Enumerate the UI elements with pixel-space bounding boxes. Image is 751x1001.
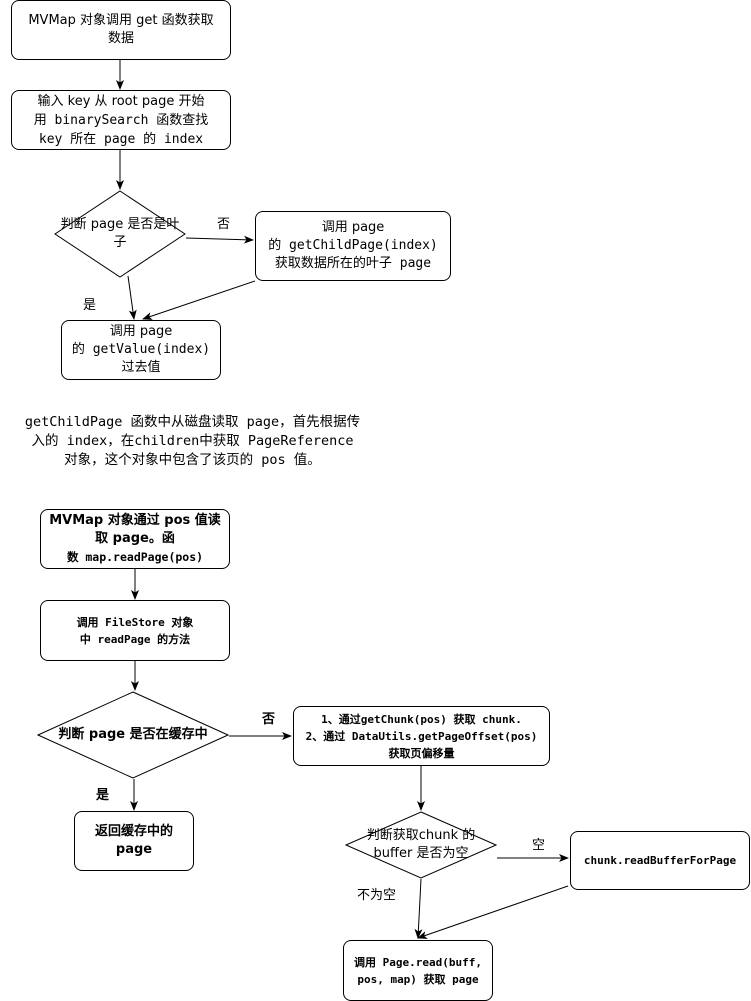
return-cached-line-1: 返回缓存中的	[94, 824, 173, 839]
read-page-line-2: 取 page。函	[95, 530, 175, 546]
file-store-box: 调用 FileStore 对象 中 readPage 的方法	[40, 600, 230, 661]
read-page-line-1: MVMap 对象通过 pos 值读	[49, 512, 221, 528]
page-read-box: 调用 Page.read(buff, pos, map) 获取 page	[343, 940, 493, 1001]
in-cache-decision: 判断 page 是否在缓存中	[37, 691, 229, 779]
edge-label-no-1: 否	[217, 217, 231, 232]
get-value-line-1: 调用 page	[109, 324, 173, 339]
page-read-line-2: pos, map) 获取 page	[357, 972, 479, 986]
get-value-line-2: 的 getValue(index)	[71, 342, 211, 357]
read-page-line-3: 数 map.readPage(pos)	[66, 549, 204, 564]
get-child-page-line-1: 调用 page	[321, 220, 385, 235]
get-chunk-box: 1、通过getChunk(pos) 获取 chunk. 2、通过 DataUti…	[293, 706, 550, 766]
get-data-line-1: MVMap 对象调用 get 函数获取	[28, 13, 214, 28]
note-line-2: 入的 index，在children中获取 PageReference	[31, 433, 354, 449]
buffer-empty-line-2: buffer 是否为空	[373, 846, 469, 861]
edge-leaf-to-value-yes	[127, 275, 137, 320]
get-child-page-note: getChildPage 函数中从磁盘读取 page，首先根据传 入的 inde…	[0, 413, 385, 470]
get-child-page-line-3: 获取数据所在的叶子 page	[274, 256, 432, 271]
get-chunk-line-3: 获取页偏移量	[388, 746, 455, 760]
buffer-empty-decision: 判断获取chunk 的 buffer 是否为空	[345, 811, 497, 879]
binary-search-line-3: key 所在 page 的 index	[38, 131, 204, 147]
edge-label-no-2: 否	[262, 712, 276, 727]
get-child-page-line-2: 的 getChildPage(index)	[268, 238, 438, 253]
is-leaf-decision: 判断 page 是否是叶 子	[54, 190, 186, 278]
page-read-line-1: 调用 Page.read(buff,	[354, 955, 482, 969]
note-line-3: 对象，这个对象中包含了该页的 pos 值。	[64, 452, 321, 468]
get-value-box: 调用 page 的 getValue(index) 过去值	[61, 320, 221, 380]
note-line-1: getChildPage 函数中从磁盘读取 page，首先根据传	[24, 414, 361, 430]
read-buffer-label: chunk.readBufferForPage	[583, 854, 737, 867]
get-child-page-box: 调用 page 的 getChildPage(index) 获取数据所在的叶子 …	[255, 211, 451, 281]
file-store-line-2: 中 readPage 的方法	[79, 632, 191, 646]
file-store-line-1: 调用 FileStore 对象	[76, 615, 194, 629]
edge-child-to-value	[142, 280, 256, 320]
edge-label-yes-2: 是	[96, 788, 110, 803]
return-cached-line-2: page	[115, 842, 153, 857]
in-cache-label: 判断 page 是否在缓存中	[58, 727, 208, 742]
is-leaf-line-1: 判断 page 是否是叶	[60, 217, 180, 232]
edge-label-empty: 空	[532, 838, 546, 853]
binary-search-line-2: 用 binarySearch 函数查找	[33, 112, 209, 128]
edge-readbuffer-to-read	[417, 885, 569, 939]
get-value-line-3: 过去值	[121, 360, 161, 375]
edge-buffer-to-read-notempty	[414, 878, 423, 939]
get-chunk-line-2: 2、通过 DataUtils.getPageOffset(pos)	[305, 729, 538, 743]
read-page-box: MVMap 对象通过 pos 值读 取 page。函 数 map.readPag…	[40, 509, 230, 569]
binary-search-box: 输入 key 从 root page 开始 用 binarySearch 函数查…	[11, 90, 231, 150]
get-data-line-2: 数据	[107, 31, 134, 46]
buffer-empty-line-1: 判断获取chunk 的	[366, 828, 476, 843]
read-buffer-box: chunk.readBufferForPage	[570, 831, 750, 890]
get-chunk-line-1: 1、通过getChunk(pos) 获取 chunk.	[321, 712, 522, 726]
edge-leaf-to-child-no	[185, 235, 254, 244]
binary-search-line-1: 输入 key 从 root page 开始	[37, 93, 205, 109]
edge-label-yes-1: 是	[83, 298, 97, 313]
return-cached-page-box: 返回缓存中的 page	[74, 811, 194, 871]
edge-label-not-empty: 不为空	[357, 888, 397, 903]
get-data-box: MVMap 对象调用 get 函数获取 数据	[11, 0, 231, 60]
is-leaf-line-2: 子	[113, 235, 127, 250]
